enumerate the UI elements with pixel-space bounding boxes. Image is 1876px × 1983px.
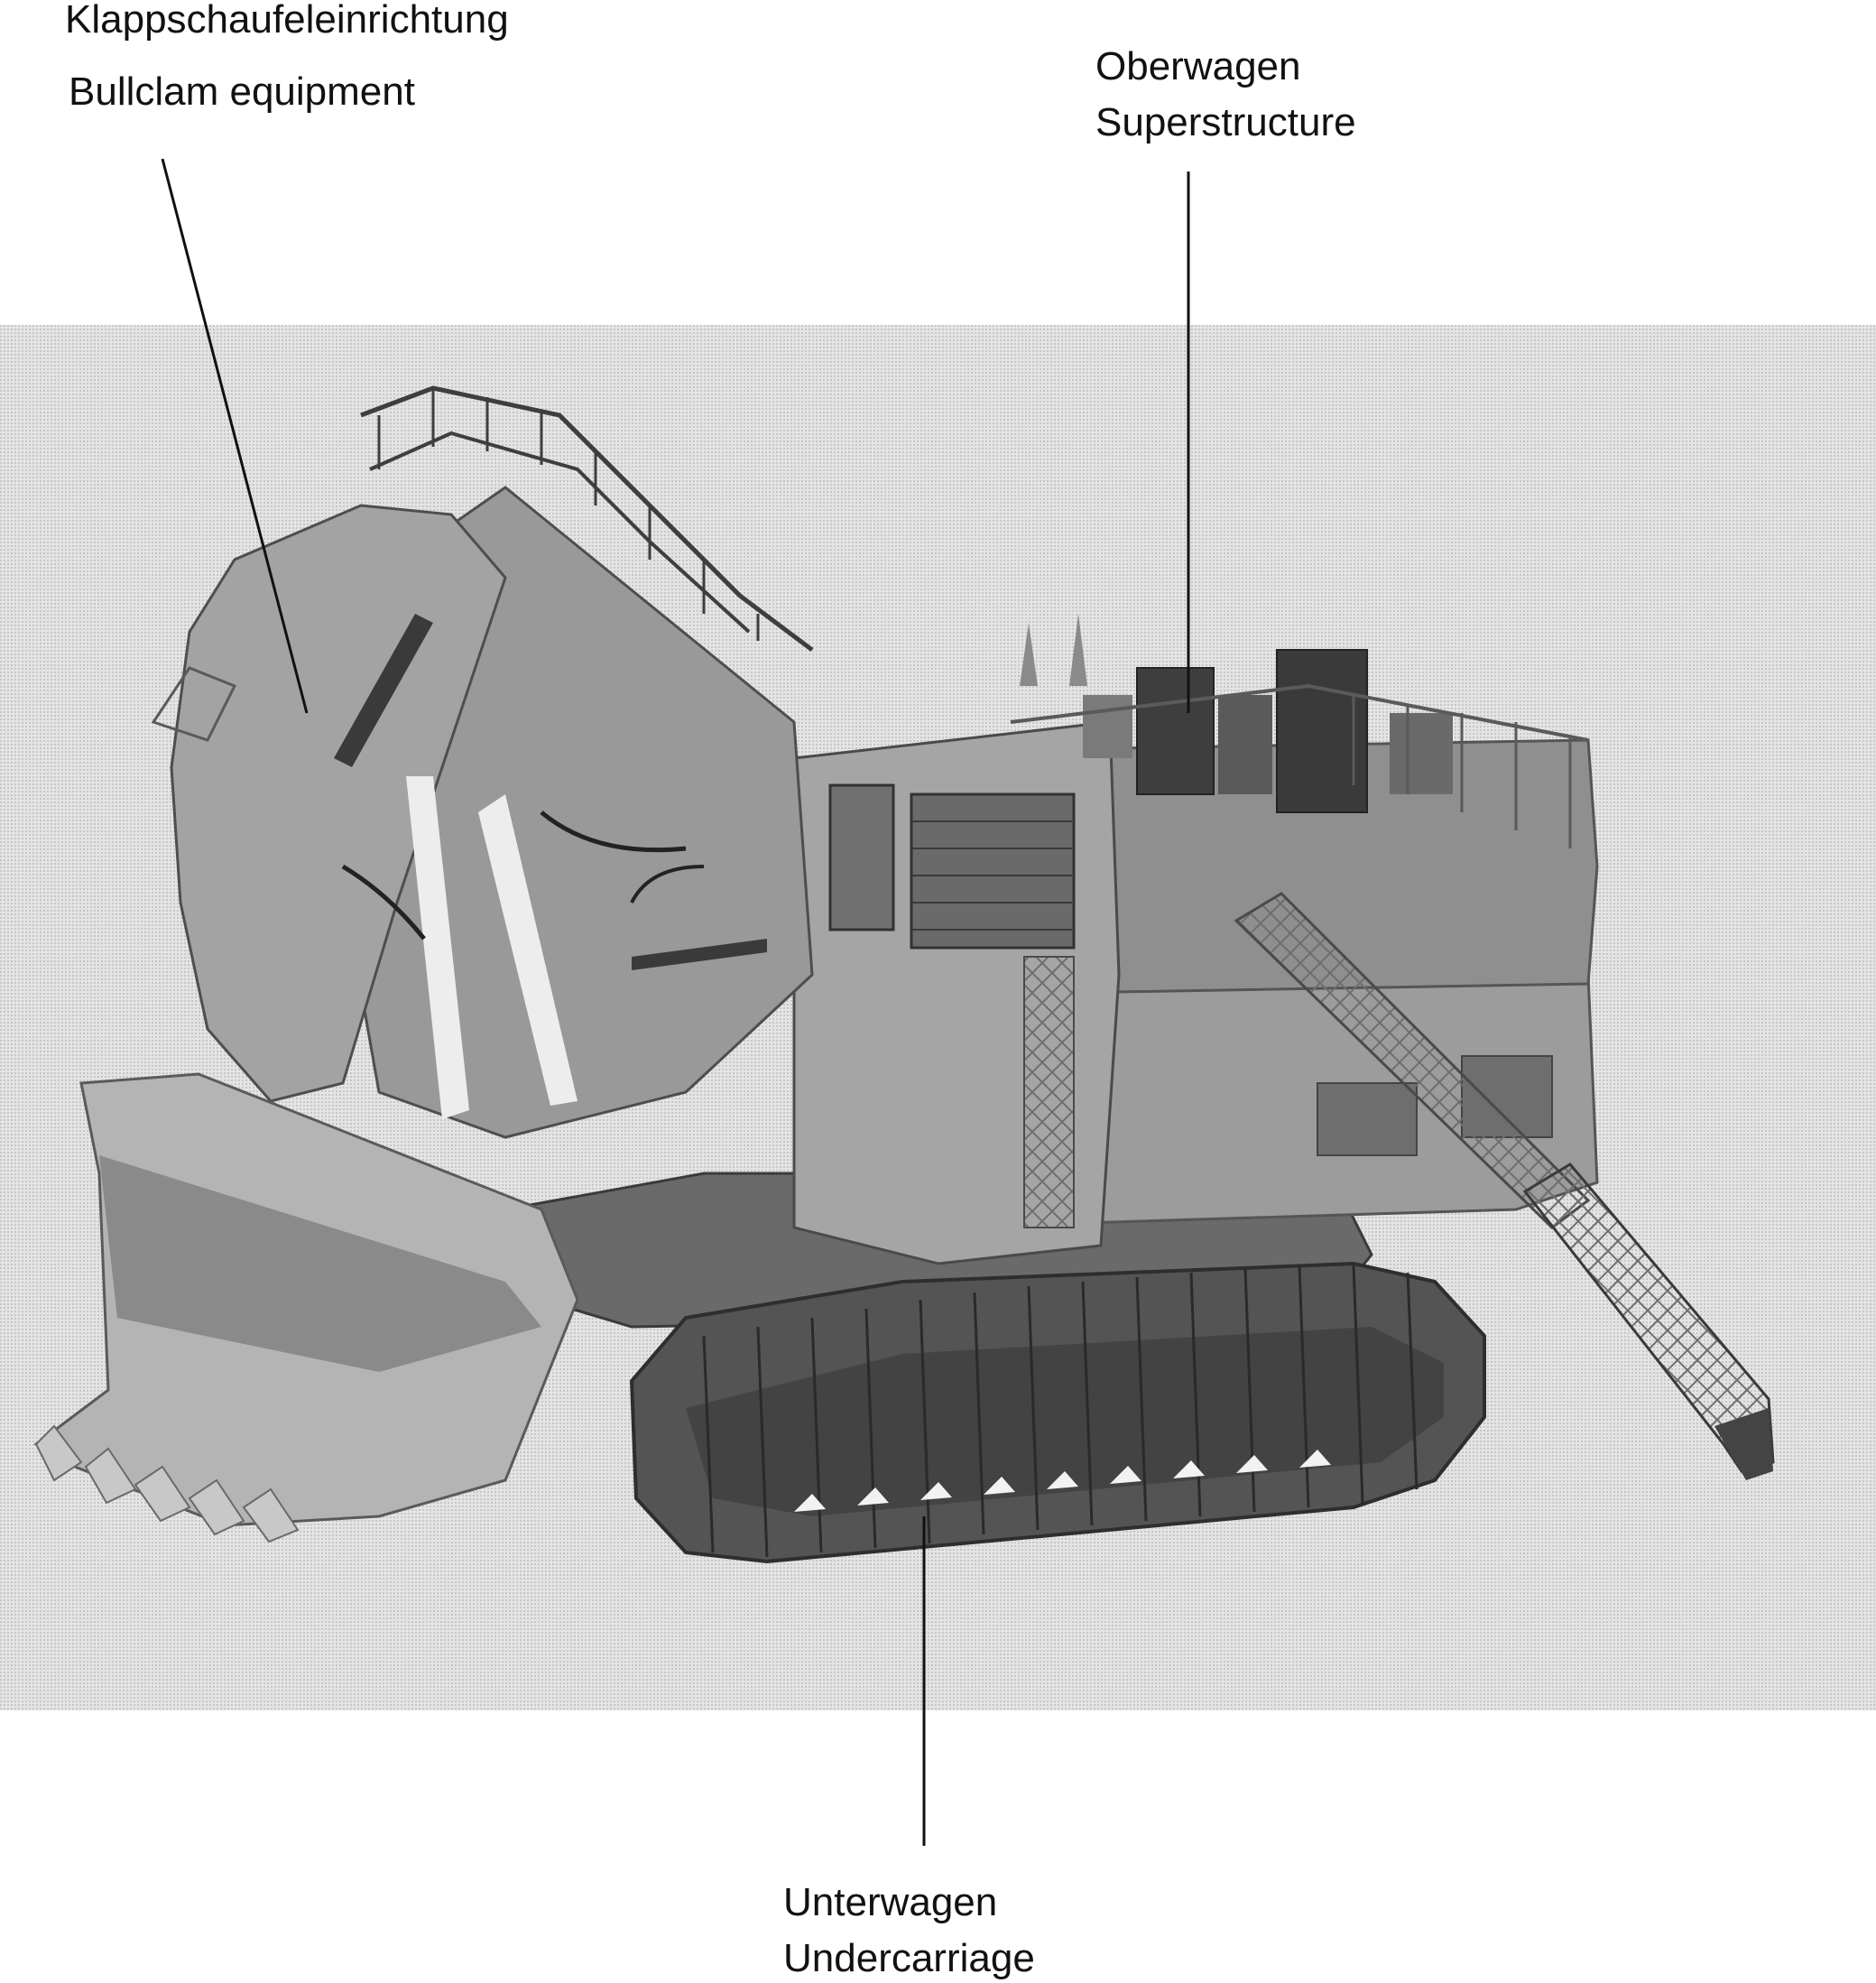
- superstructure-label-en: Superstructure: [1095, 100, 1356, 144]
- bullclam-label-de: Klappschaufeleinrichtung: [65, 0, 509, 42]
- bullclam-leader-line: [161, 158, 309, 714]
- undercarriage-label-en: Undercarriage: [783, 1936, 1035, 1980]
- undercarriage-label-de: Unterwagen: [783, 1880, 998, 1924]
- superstructure-shape: [792, 614, 1775, 1480]
- superstructure-label-de: Oberwagen: [1095, 44, 1301, 88]
- bullclam-label-en: Bullclam equipment: [69, 69, 415, 114]
- bullclam-equipment-shape: [33, 385, 814, 1543]
